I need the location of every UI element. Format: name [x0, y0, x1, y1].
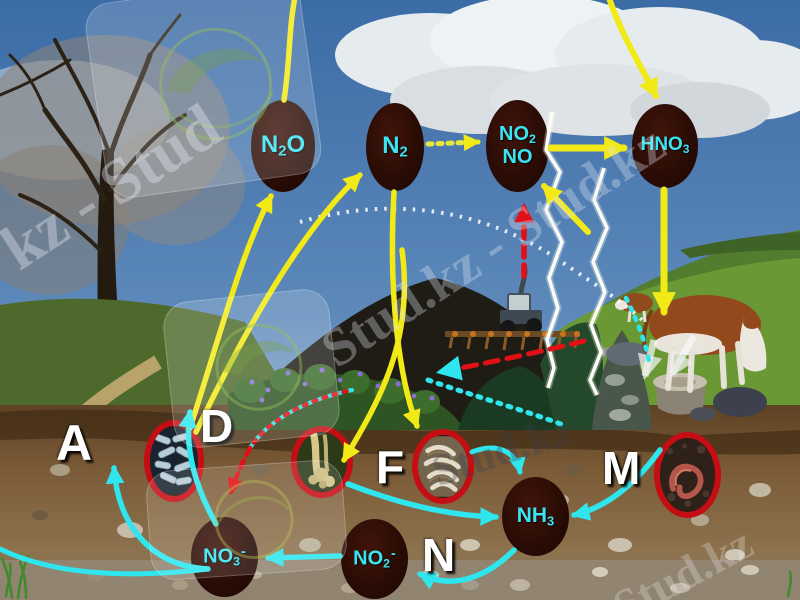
arrow-n2-to-no2no-dotted: [425, 134, 481, 152]
arrow-m-circle-to-nh3: [570, 447, 663, 521]
watermark-logo-bottom: [144, 458, 349, 582]
gray-arrows-to-litter: [637, 334, 698, 381]
soil-bacteria-photo-icon: [144, 420, 204, 502]
arrow-n2o-up-to-atmosphere: [281, 0, 298, 103]
white-dotted-deposition-path: [299, 206, 646, 324]
arrow-n2-to-nodule-circle: [341, 247, 408, 463]
arrow-soil-to-n2: [193, 172, 363, 435]
label-m: M: [602, 442, 641, 494]
dung-pile-small: [690, 407, 716, 421]
arrow-no3-to-plants-assimilation: [105, 464, 211, 572]
node-n2: N2: [366, 103, 424, 191]
watermark-logo-swirl: [214, 479, 294, 559]
cow: [642, 295, 767, 393]
no2-formula: NO2: [499, 123, 536, 147]
tractor: [500, 263, 542, 334]
arrow-nh3-to-no2-nitrification: [417, 547, 517, 590]
label-n: N: [422, 529, 456, 581]
hno3-formula: HNO3: [640, 134, 690, 157]
label-d: D: [200, 400, 234, 452]
tree: [0, 13, 245, 425]
arrow-no2-to-no3: [264, 548, 343, 567]
arrow-n2-to-f-circle: [389, 189, 421, 429]
label-a: A: [56, 415, 93, 471]
earthworm-image: [660, 439, 715, 511]
node-no2-no: NO2 NO: [486, 100, 549, 192]
arrow-no3-tail: [0, 546, 211, 577]
cyan-arrows: [0, 295, 663, 590]
arrow-soil-to-nh3: [345, 481, 500, 526]
lightning-bolts: [542, 111, 611, 397]
n2-formula: N2: [382, 131, 408, 161]
node-n2o: N2O: [251, 100, 315, 192]
label-f: F: [376, 441, 405, 493]
lightning-bolt-2: [588, 167, 609, 396]
n2o-formula: N2O: [260, 130, 306, 160]
no3-formula: NO3-: [203, 544, 246, 569]
watermark-logo-swirl: [215, 323, 303, 411]
nh3-formula: NH3: [516, 504, 555, 529]
arrow-f-circle-to-nh3: [469, 445, 526, 475]
dung-pile: [713, 387, 767, 417]
arrow-lightning-to-no2no: [541, 183, 591, 235]
arrow-no3-to-surface-denitrification: [178, 408, 219, 527]
node-no2-minus: NO2-: [341, 519, 408, 599]
cyan-dotted-gully-path: [623, 295, 653, 369]
node-nh3: NH3: [502, 477, 569, 556]
yellow-arrows: [187, 0, 676, 463]
node-hno3: HNO3: [632, 104, 698, 188]
nitrogen-fixing-bacteria-photo-icon: [412, 429, 474, 504]
watermark-logo-middle: [160, 286, 343, 451]
arrow-into-no3: [227, 445, 253, 495]
watermark-logo-top: [82, 0, 325, 202]
bacteria-image: [150, 428, 198, 494]
nodules-image: [297, 432, 347, 492]
arrow-soil-to-n2o: [187, 193, 274, 431]
fixers-image: [418, 436, 468, 497]
cyan-dotted-residue-path: [425, 377, 569, 429]
node-no3-minus: NO3-: [191, 517, 258, 597]
arrow-fertilizer-to-crops: [435, 338, 587, 381]
arrow-atmosphere-down-to-hno3: [606, 0, 659, 100]
no2-minus-formula: NO2-: [353, 546, 396, 571]
red-arrows: [227, 202, 587, 495]
earthworm-photo-icon: [654, 432, 721, 518]
no-formula: NO: [502, 145, 533, 168]
path-crops-to-no3-dotted-red: [248, 388, 354, 450]
plow-implement: [445, 331, 580, 351]
watermark-logo-swirl: [159, 27, 274, 141]
